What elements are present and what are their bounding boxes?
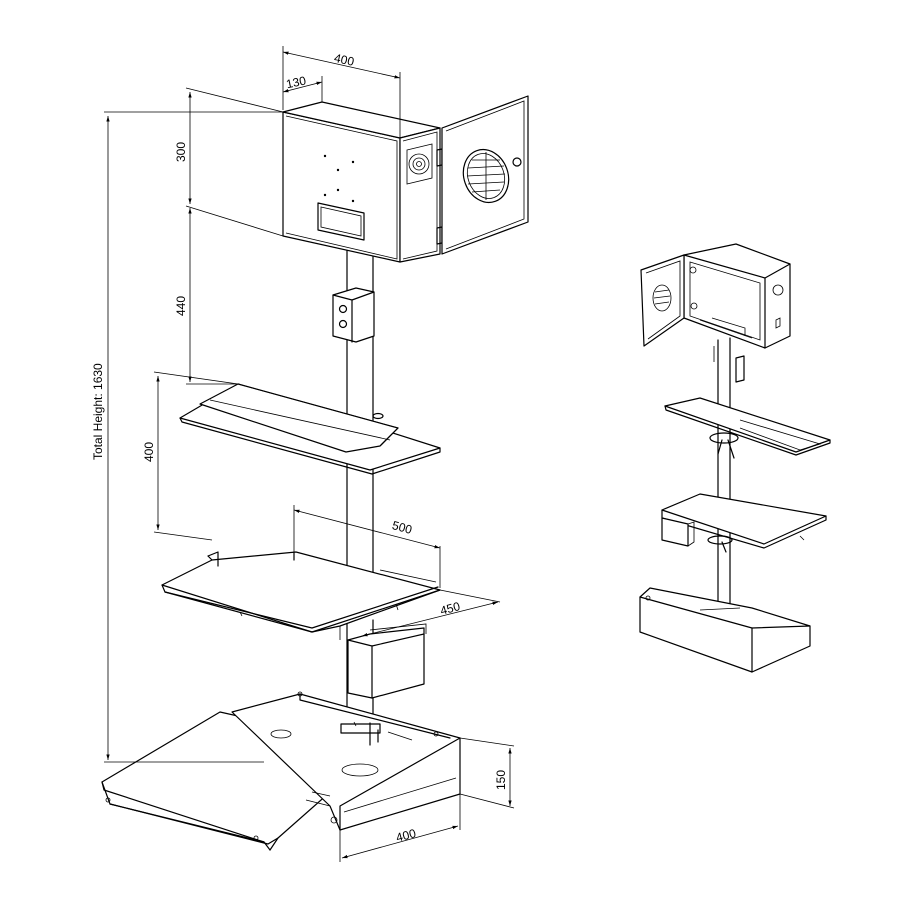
dim-top-depth: 130 <box>285 73 308 91</box>
junction-box <box>332 287 375 343</box>
dim-lower-shelf-width: 500 <box>391 518 414 537</box>
dim-cabinet-to-shelf: 440 <box>174 296 188 316</box>
power-box <box>347 623 427 699</box>
dim-lower-shelf-depth: 450 <box>439 599 462 618</box>
cabinet-door <box>441 95 529 255</box>
dim-shelf-spacing: 400 <box>142 442 156 462</box>
side-vent-icon <box>406 143 433 185</box>
dim-top-width: 400 <box>333 51 356 69</box>
small-vent-icon <box>772 284 784 296</box>
lock-icon <box>512 157 522 167</box>
screw-icon <box>323 154 327 158</box>
main-stand-view: 400 130 300 440 400 500 <box>91 46 529 862</box>
small-cabinet <box>640 243 791 349</box>
upper-cabinet <box>282 101 443 263</box>
secondary-stand-view <box>639 243 831 673</box>
dim-total-height: Total Height: 1630 <box>91 363 105 460</box>
dimension-annotations: 400 130 300 440 400 500 <box>91 46 515 862</box>
keyboard-shelf <box>179 383 441 475</box>
small-fan-icon <box>652 284 672 312</box>
fan-icon <box>462 148 510 204</box>
small-base <box>639 587 811 673</box>
base-stand <box>101 691 461 851</box>
dim-base-height: 150 <box>494 770 508 790</box>
small-upper-shelf <box>664 397 831 459</box>
dim-cabinet-height: 300 <box>174 142 188 162</box>
dim-base-width: 400 <box>394 826 417 845</box>
small-lower-shelf <box>661 493 827 553</box>
lower-shelf <box>161 551 441 633</box>
